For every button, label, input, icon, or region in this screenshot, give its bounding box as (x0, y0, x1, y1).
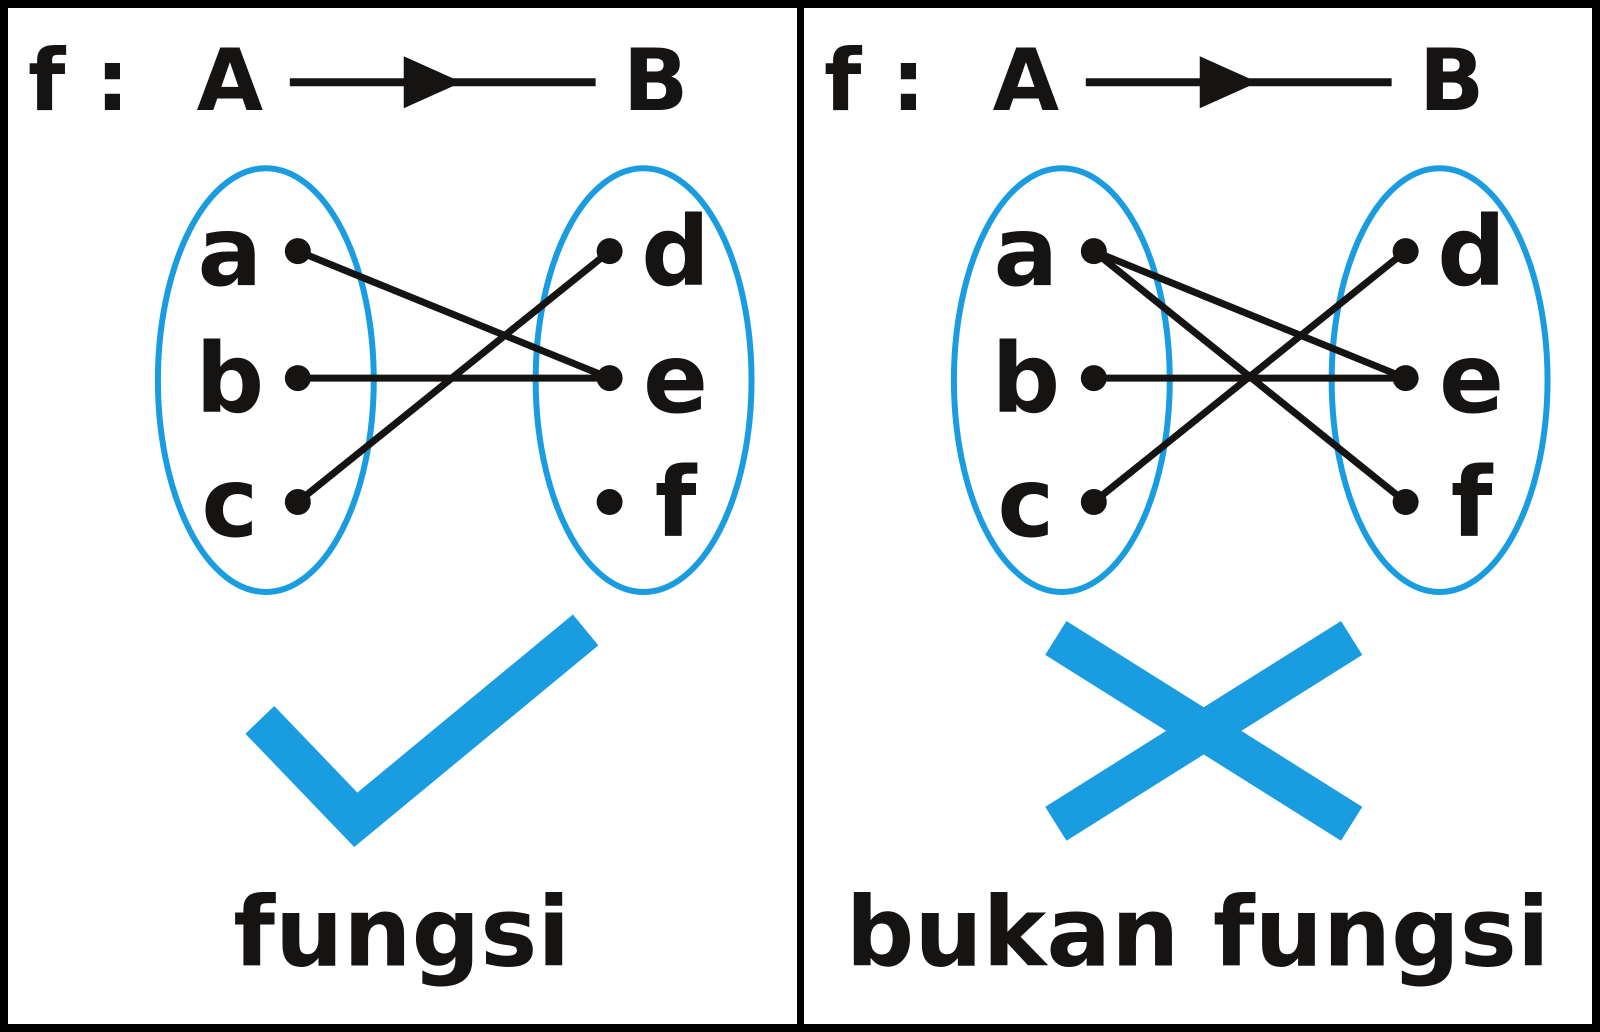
check-icon (245, 614, 599, 848)
member-f-dot (596, 489, 623, 516)
member-a-dot (284, 238, 311, 265)
set-a-member-b: b (196, 323, 265, 435)
verdict-label: bukan fungsi (845, 877, 1549, 989)
member-b-dot (284, 365, 311, 392)
mapping-arrow-head-icon (403, 56, 462, 109)
domain-set-label: A (992, 31, 1059, 131)
member-e-dot (1392, 365, 1419, 392)
edge-c-to-d (294, 247, 614, 506)
member-a-dot (1080, 238, 1107, 265)
set-a-member-b: b (991, 323, 1060, 435)
nodes-layer: abc def (991, 196, 1505, 559)
set-a-member-c: c (201, 447, 258, 559)
mapping-arrow-head-icon (1199, 56, 1258, 109)
edge-a-to-e (294, 247, 614, 382)
set-a-member-a: a (197, 196, 262, 308)
function-label: f : (823, 31, 925, 131)
set-a-member-a: a (993, 196, 1058, 308)
bukan-fungsi-diagram: f : A B abc def bukan fungsi (823, 31, 1551, 989)
member-c-dot (1080, 489, 1107, 516)
nodes-layer: abc def (196, 196, 710, 559)
set-b-member-d: d (641, 196, 710, 308)
set-b-member-f: f (655, 447, 698, 559)
codomain-set-label: B (623, 31, 689, 131)
set-b-member-d: d (1437, 196, 1506, 308)
set-a-member-c: c (997, 447, 1054, 559)
member-f-dot (1392, 489, 1419, 516)
fungsi-diagram: f : A B abc def fungsi (28, 31, 755, 989)
edge-a-to-e (1089, 247, 1409, 382)
member-c-dot (284, 489, 311, 516)
set-b-member-f: f (1450, 447, 1493, 559)
member-b-dot (1080, 365, 1107, 392)
edges-layer (294, 247, 614, 506)
codomain-set-label: B (1418, 31, 1484, 131)
domain-set-label: A (197, 31, 264, 131)
member-d-dot (1392, 238, 1419, 265)
function-label: f : (28, 31, 130, 131)
cross-icon (1044, 620, 1362, 841)
verdict-layer (245, 614, 599, 848)
set-b-member-e: e (1439, 323, 1504, 435)
header: f : A B (823, 31, 1483, 131)
verdict-layer (1044, 620, 1362, 841)
edges-layer (1089, 247, 1409, 506)
edge-c-to-d (1089, 247, 1409, 506)
member-e-dot (596, 365, 623, 392)
header: f : A B (28, 31, 688, 131)
member-d-dot (596, 238, 623, 265)
verdict-label: fungsi (233, 877, 570, 989)
set-b-member-e: e (643, 323, 708, 435)
